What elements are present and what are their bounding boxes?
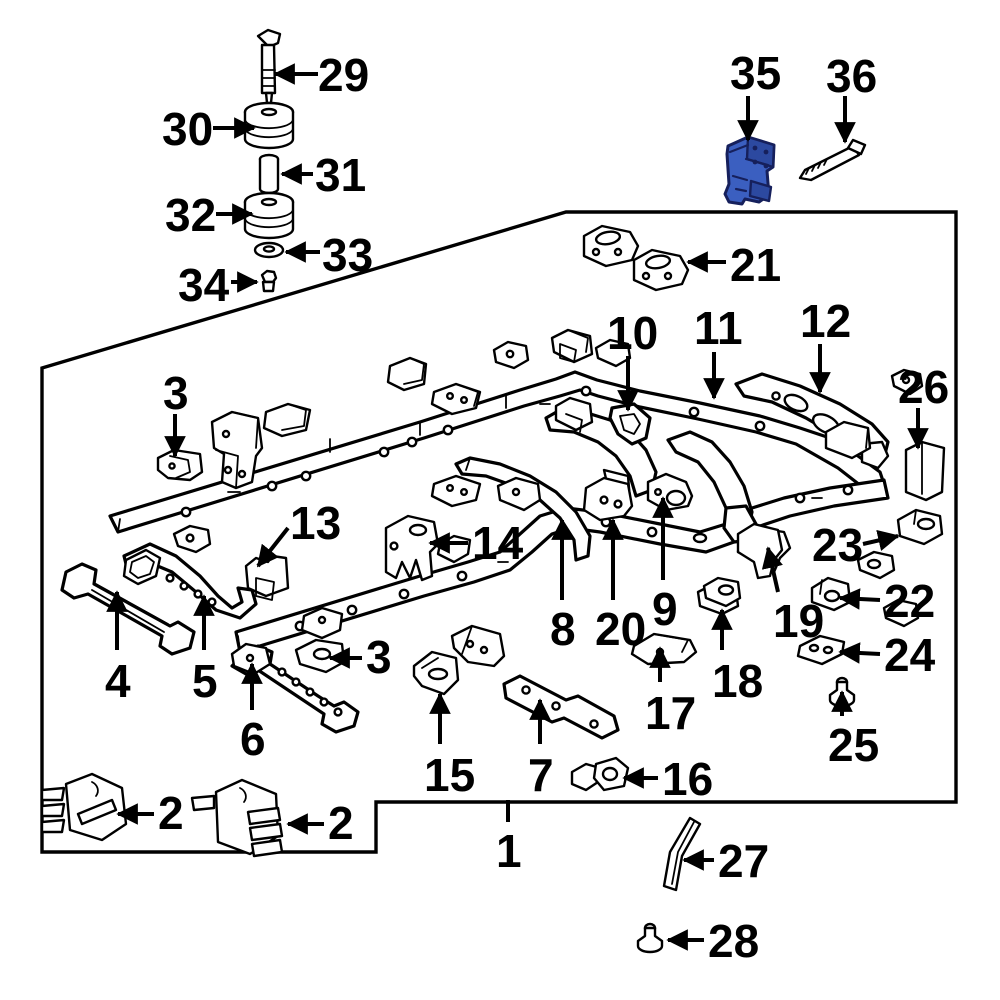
part-26-block <box>904 440 946 502</box>
bracket-23 <box>896 508 944 546</box>
callout-number-3: 3 <box>163 367 189 419</box>
callout-number-24: 24 <box>884 629 936 681</box>
callout-number-3: 3 <box>366 631 392 683</box>
callout-number-7: 7 <box>528 749 554 801</box>
callout-leader-23 <box>862 529 900 551</box>
callout-leader-22 <box>838 588 881 610</box>
bracket-pair-21a <box>582 224 640 268</box>
callout-number-5: 5 <box>192 655 218 707</box>
bracket-wedge-c <box>386 356 428 392</box>
part-35-highlighted-bracket <box>723 135 776 206</box>
callout-number-2: 2 <box>328 797 354 849</box>
callout-leader-19 <box>761 546 783 593</box>
callout-number-25: 25 <box>828 719 880 771</box>
part-36-bolt <box>798 138 867 182</box>
callout-number-17: 17 <box>645 687 697 739</box>
callout-number-14: 14 <box>472 517 524 569</box>
bracket-18 <box>702 576 742 608</box>
bracket-extra-a <box>856 550 896 580</box>
part-32-cushion <box>243 191 295 240</box>
callout-number-30: 30 <box>162 103 214 155</box>
bracket-20 <box>646 472 694 512</box>
crossmember-5 <box>122 542 258 620</box>
callout-number-12: 12 <box>800 295 852 347</box>
bracket-14 <box>384 514 440 582</box>
callout-number-13: 13 <box>290 497 342 549</box>
callout-number-9: 9 <box>652 583 678 635</box>
callout-number-1: 1 <box>496 825 522 877</box>
frame-outline-box <box>40 210 958 854</box>
bracket-small-top-b <box>550 328 594 364</box>
bracket-2-left <box>40 772 128 842</box>
bracket-extra-b <box>890 368 924 396</box>
callout-number-16: 16 <box>662 753 714 805</box>
callout-number-23: 23 <box>812 519 864 571</box>
callout-number-20: 20 <box>595 603 647 655</box>
callout-number-10: 10 <box>607 307 659 359</box>
bracket-2-center <box>190 778 284 858</box>
bracket-center-small-a <box>554 396 594 433</box>
bracket-small-inner-a <box>430 474 482 508</box>
callout-number-19: 19 <box>773 595 825 647</box>
callout-number-8: 8 <box>550 603 576 655</box>
callout-leader-24 <box>838 642 881 664</box>
callout-number-6: 6 <box>240 713 266 765</box>
callout-number-15: 15 <box>424 749 476 801</box>
bracket-3-left <box>156 448 204 482</box>
frame-rail-middle <box>454 456 592 562</box>
crossmember-7 <box>502 674 620 740</box>
callout-number-36: 36 <box>826 50 878 102</box>
bracket-right-b <box>824 420 872 460</box>
bracket-16 <box>570 756 630 792</box>
callout-number-26: 26 <box>898 361 950 413</box>
callout-number-32: 32 <box>165 189 217 241</box>
callout-number-22: 22 <box>884 575 936 627</box>
callout-number-34: 34 <box>178 259 230 311</box>
part-31-collar <box>258 153 280 195</box>
bracket-pair-21b <box>632 248 690 292</box>
callout-number-18: 18 <box>712 655 764 707</box>
callout-leader-13 <box>256 526 290 568</box>
part-30-cushion <box>243 101 295 150</box>
callout-number-2: 2 <box>158 787 184 839</box>
bracket-extra-d <box>882 598 920 628</box>
bracket-wedge-a <box>262 402 312 438</box>
part-29-bolt <box>256 28 282 105</box>
callout-number-29: 29 <box>318 49 370 101</box>
callout-arrow-layer <box>106 63 929 951</box>
callout-number-11: 11 <box>694 302 743 354</box>
bracket-8 <box>582 476 634 522</box>
part-28-stud <box>636 922 664 954</box>
bracket-center-small-b <box>496 476 542 512</box>
bracket-extra-c <box>436 534 472 564</box>
bracket-15 <box>412 650 460 696</box>
part-34-nut <box>260 269 278 293</box>
callout-number-35: 35 <box>730 47 782 99</box>
callout-number-27: 27 <box>718 835 770 887</box>
bracket-mid-lower-a <box>450 624 506 668</box>
bracket-large-left <box>210 410 264 490</box>
callout-number-4: 4 <box>105 655 131 707</box>
bracket-small-top-a <box>492 340 530 370</box>
bracket-mid-lower-b <box>300 606 344 640</box>
callout-number-33: 33 <box>322 229 374 281</box>
callout-number-21: 21 <box>730 239 782 291</box>
part-33-washer <box>253 241 285 259</box>
callout-number-28: 28 <box>708 915 760 967</box>
bracket-small-b <box>172 524 212 554</box>
bracket-24 <box>796 634 846 666</box>
callout-number-31: 31 <box>315 149 367 201</box>
bracket-wedge-d <box>430 382 482 416</box>
part-27-link <box>662 816 702 892</box>
